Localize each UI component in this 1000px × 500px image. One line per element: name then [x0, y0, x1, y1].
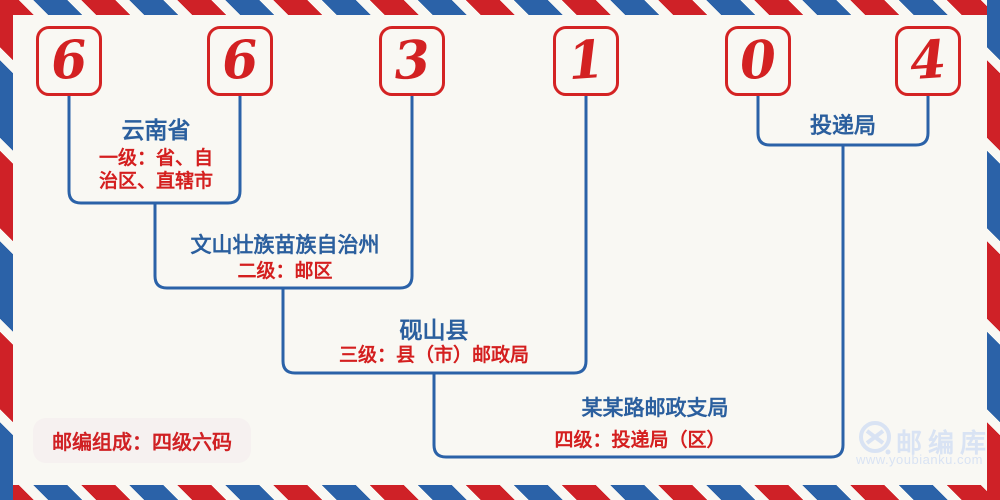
envelope-circle-icon — [859, 421, 891, 455]
airmail-border-left — [0, 0, 13, 500]
level1-description-line1: 一级：省、自 — [98, 148, 214, 169]
level3-place-name: 砚山县 — [399, 317, 469, 343]
postal-digit-box-1: 6 — [36, 26, 102, 96]
postal-code-composition-badge: 邮编组成：四级六码 — [33, 418, 251, 463]
level1-place-name: 云南省 — [121, 117, 191, 143]
level4-place-name: 某某路邮政支局 — [581, 397, 729, 420]
watermark-brand: 邮编库 — [896, 428, 993, 458]
postal-digit-box-3: 3 — [379, 26, 445, 96]
postal-digit-box-4: 1 — [553, 26, 619, 96]
postal-digit-4: 1 — [565, 28, 607, 93]
level1-description-line2: 治区、直辖市 — [98, 171, 214, 192]
level2-description-line1: 二级：邮区 — [237, 261, 333, 282]
badge-text: 邮编组成：四级六码 — [52, 432, 232, 454]
postal-digit-1: 6 — [48, 28, 90, 93]
postal-digit-3: 3 — [391, 28, 433, 93]
airmail-border-bottom — [0, 485, 1000, 500]
level4-description-line1: 四级：投递局（区） — [554, 430, 726, 451]
postal-digit-box-5: 0 — [725, 26, 791, 96]
postal-digit-6: 4 — [907, 28, 949, 93]
postal-digit-box-2: 6 — [207, 26, 273, 96]
watermark-url: www.youbianku.com — [856, 452, 983, 467]
postal-digit-5: 0 — [737, 28, 779, 93]
airmail-border-top — [0, 0, 1000, 15]
postal-digit-2: 6 — [219, 28, 261, 93]
airmail-border-right — [987, 0, 1000, 500]
delivery-office-label: 投递局 — [809, 113, 877, 138]
level3-description-line1: 三级：县（市）邮政局 — [338, 345, 530, 366]
postal-digit-box-6: 4 — [895, 26, 961, 96]
level2-place-name: 文山壮族苗族自治州 — [190, 234, 380, 257]
